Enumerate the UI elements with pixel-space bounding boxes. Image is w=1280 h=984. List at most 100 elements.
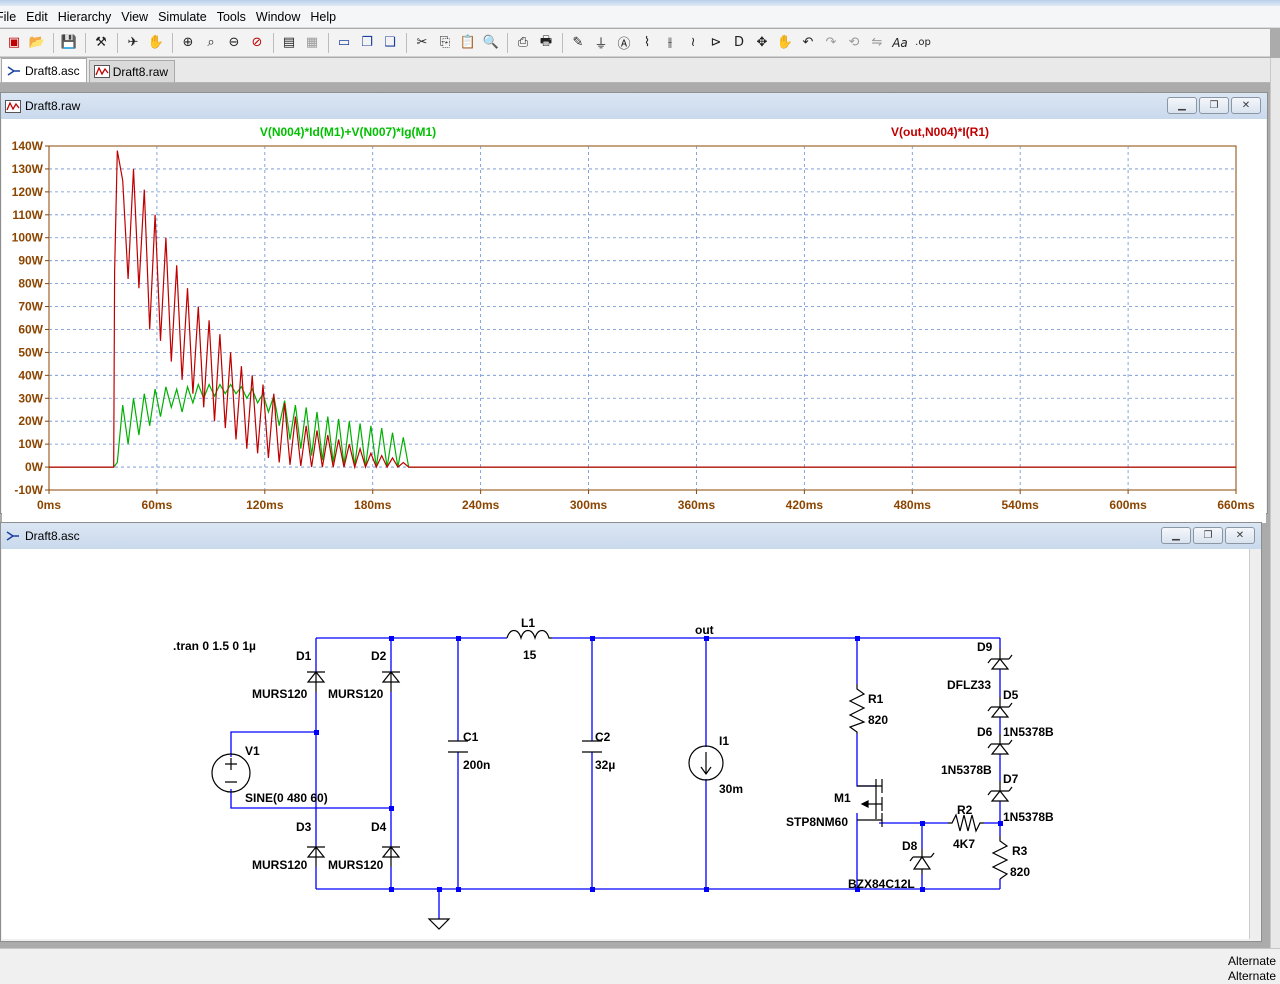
tab-draft8-asc[interactable]: Draft8.asc [1,58,87,82]
tile-horizontal-icon[interactable]: ▭ [337,35,351,50]
y-tick-label: 100W [12,231,44,245]
close-icon[interactable]: ✕ [1231,97,1261,114]
wire-icon[interactable]: ✎ [572,35,584,50]
save-icon[interactable]: 💾 [60,35,78,50]
y-tick-label: 140W [12,139,44,153]
mdi-scrollbar[interactable] [1270,58,1280,948]
control-panel-icon[interactable]: ⚒ [95,35,107,50]
schematic-canvas[interactable]: .tran 0 1.5 0 1µ D1 MURS120 D2 MURS120 V… [2,549,1258,939]
restore-icon[interactable]: ❐ [1199,97,1229,114]
capacitor-c1-symbol [448,740,468,753]
mirror-icon[interactable]: ⇋ [871,35,883,50]
zoom-out-icon[interactable]: ⊖ [228,35,240,50]
x-tick-label: 540ms [1001,498,1039,512]
ground-symbol [427,918,451,930]
menu-tools[interactable]: Tools [216,9,246,24]
schematic-window: Draft8.asc ▁ ❐ ✕ [0,522,1262,942]
waveform-svg[interactable]: V(N004)*Id(M1)+V(N007)*Ig(M1) V(out,N004… [2,119,1266,515]
trace-label-power-m1[interactable]: V(N004)*Id(M1)+V(N007)*Ig(M1) [260,125,436,139]
label-c1-ref: C1 [463,730,479,744]
window-title: Draft8.asc [25,529,80,543]
menu-view[interactable]: View [121,9,149,24]
schematic-svg[interactable]: .tran 0 1.5 0 1µ D1 MURS120 D2 MURS120 V… [2,549,1258,939]
current-source-i1-symbol [688,745,724,781]
menu-window[interactable]: Window [255,9,301,24]
pan-icon[interactable]: ⌕ [207,35,215,50]
text-icon[interactable]: Aa [892,35,908,50]
label-d1-ref: D1 [296,649,312,663]
print-preview-icon[interactable]: ⎙ [517,35,529,50]
move-icon[interactable]: ✥ [756,35,768,50]
toolbar-separator [562,32,563,53]
toolbar-separator [117,32,118,53]
resistor-icon[interactable]: ⌇ [643,35,651,50]
zoom-cancel-icon[interactable]: ⊘ [251,35,263,50]
redo-icon[interactable]: ↷ [825,35,837,50]
capacitor-icon[interactable]: ⫲ [667,35,673,50]
minimize-icon[interactable]: ▁ [1161,527,1191,544]
label-c2-value: 32µ [595,758,615,772]
copy-icon[interactable]: ⎘ [439,35,451,50]
label-d9-value: DFLZ33 [947,678,991,692]
restore-icon[interactable]: ❐ [1193,527,1223,544]
zener-d8-symbol [909,849,935,874]
component-icon[interactable]: D [733,35,744,50]
zener-d6-symbol [987,734,1013,755]
y-tick-label: 110W [12,208,43,222]
label-d6-ref: D6 [977,725,993,739]
toolbar-separator [328,32,329,53]
menu-simulate[interactable]: Simulate [158,9,207,24]
run-icon[interactable]: ✈ [127,35,139,50]
drag-icon[interactable]: ✋ [776,35,794,50]
menu-edit[interactable]: Edit [26,9,48,24]
label-d8-ref: D8 [902,839,918,853]
fit-icon[interactable]: ▦ [305,35,319,50]
label-l1-value: 15 [523,648,537,662]
new-schematic-icon[interactable]: ▣ [7,35,21,50]
y-tick-label: 70W [18,300,43,314]
waveform-plot[interactable]: V(N004)*Id(M1)+V(N007)*Ig(M1) V(out,N004… [2,119,1266,523]
ground-icon[interactable]: ⏚ [594,37,608,52]
label-m1-ref: M1 [834,791,851,805]
open-icon[interactable]: 📂 [28,35,46,50]
waveform-window-titlebar[interactable]: Draft8.raw ▁ ❐ ✕ [1,93,1267,119]
find-icon[interactable]: 🔍 [482,35,500,50]
schematic-icon [6,64,22,78]
menu-file[interactable]: File [0,9,17,24]
autorange-icon[interactable]: ▤ [282,35,296,50]
spice-directive-icon[interactable]: .op [915,37,931,48]
menu-bar: File Edit Hierarchy View Simulate Tools … [0,6,1280,28]
undo-icon[interactable]: ↶ [802,35,814,50]
tab-draft8-raw[interactable]: Draft8.raw [88,60,176,82]
label-d2-value: MURS120 [328,687,384,701]
trace-label-power-r1[interactable]: V(out,N004)*I(R1) [891,125,989,139]
paste-icon[interactable]: 📋 [459,35,477,50]
rotate-icon[interactable]: ⟲ [848,35,860,50]
diode-icon[interactable]: ⊳ [710,35,722,50]
label-r1-ref: R1 [868,692,884,706]
resistor-r1-symbol [848,684,866,734]
status-text: Alternate [1227,954,1276,968]
trace-power-r1[interactable] [49,150,1236,470]
halt-icon[interactable]: ✋ [147,35,165,50]
trace-power-m1[interactable] [49,382,1236,468]
label-l1-ref: L1 [521,616,535,630]
menu-help[interactable]: Help [310,9,337,24]
spice-directive[interactable]: .tran 0 1.5 0 1µ [173,639,256,653]
print-icon[interactable]: 🖶 [539,33,553,49]
schematic-window-titlebar[interactable]: Draft8.asc ▁ ❐ ✕ [1,523,1261,549]
cascade-icon[interactable]: ❐ [361,35,373,50]
resistor-r2-symbol [948,813,984,833]
label-v1-ref: V1 [245,744,260,758]
schematic-scrollbar[interactable] [1249,549,1260,939]
inductor-icon[interactable]: ≀ [690,35,696,50]
minimize-icon[interactable]: ▁ [1167,97,1197,114]
menu-hierarchy[interactable]: Hierarchy [57,9,112,24]
label-net-icon[interactable]: Ⓐ [617,37,631,52]
cut-icon[interactable]: ✂ [416,35,428,50]
zoom-in-icon[interactable]: ⊕ [182,35,194,50]
tile-vertical-icon[interactable]: ❑ [384,35,396,50]
close-icon[interactable]: ✕ [1225,527,1255,544]
label-r3-value: 820 [1010,865,1030,879]
window-controls: ▁ ❐ ✕ [1161,527,1255,544]
